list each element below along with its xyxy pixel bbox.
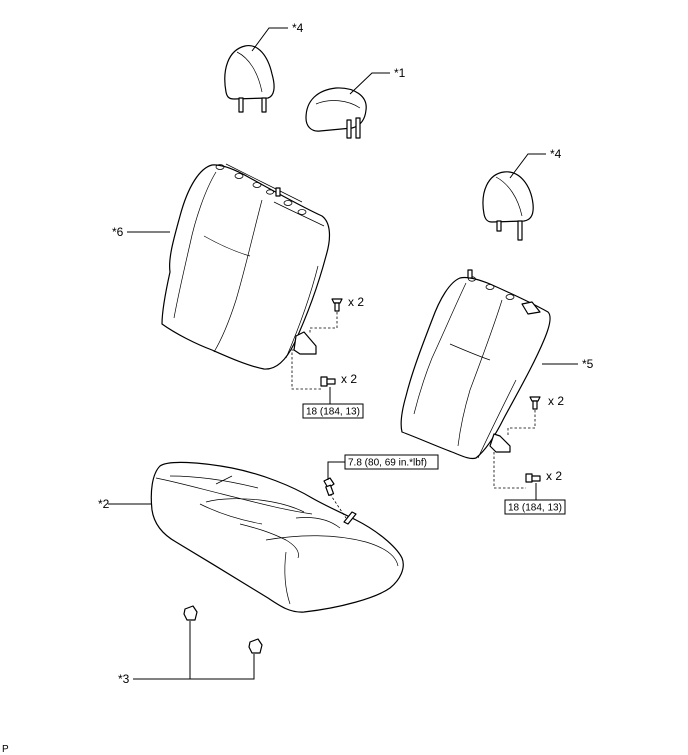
callout-label-clips: *3 [118, 672, 130, 686]
bolt-left [320, 376, 336, 387]
torque-spec-right: 18 (184, 13) [508, 503, 562, 514]
seatback-left [161, 163, 331, 370]
clip-left [331, 298, 343, 312]
dashed-guide [507, 410, 536, 436]
torque-box [302, 403, 364, 419]
dashed-guide [291, 349, 322, 390]
leader-line [251, 27, 288, 52]
callout-label-seat-cushion: *2 [98, 497, 110, 511]
bolt-right [525, 473, 541, 483]
quantity-label: x 2 [348, 295, 364, 309]
torque-box [504, 499, 566, 515]
leader-line [327, 461, 345, 480]
dashed-guide [309, 312, 338, 334]
dashed-guide [329, 493, 347, 519]
cushion-hook [343, 511, 357, 525]
quantity-label: x 2 [546, 469, 562, 483]
clip-right [529, 396, 541, 410]
leader-line [133, 654, 255, 680]
cushion-clip [248, 638, 263, 654]
quantity-label: x 2 [341, 372, 357, 386]
torque-box [344, 454, 439, 470]
bolt-cushion [323, 477, 335, 496]
leader-line [509, 153, 546, 179]
leader-line [349, 72, 390, 95]
callout-label-headrest-outer-right: *4 [550, 147, 562, 161]
callout-label-headrest-outer-left: *4 [292, 21, 304, 35]
torque-spec-left: 18 (184, 13) [306, 407, 360, 418]
seatback-right [400, 269, 551, 460]
headrest-outer-right [482, 171, 534, 241]
cushion-clip [183, 605, 198, 621]
torque-spec-cushion: 7.8 (80, 69 in.*lbf) [348, 458, 427, 469]
quantity-label: x 2 [548, 394, 564, 408]
dashed-guide [493, 452, 526, 489]
seat-cushion [150, 461, 404, 613]
corner-mark: P [2, 744, 9, 755]
callout-label-headrest-center: *1 [394, 66, 406, 80]
callout-label-seatback-left: *6 [112, 225, 124, 239]
callout-label-seatback-right: *5 [582, 357, 594, 371]
headrest-center [305, 87, 367, 139]
headrest-outer-left [224, 45, 275, 113]
